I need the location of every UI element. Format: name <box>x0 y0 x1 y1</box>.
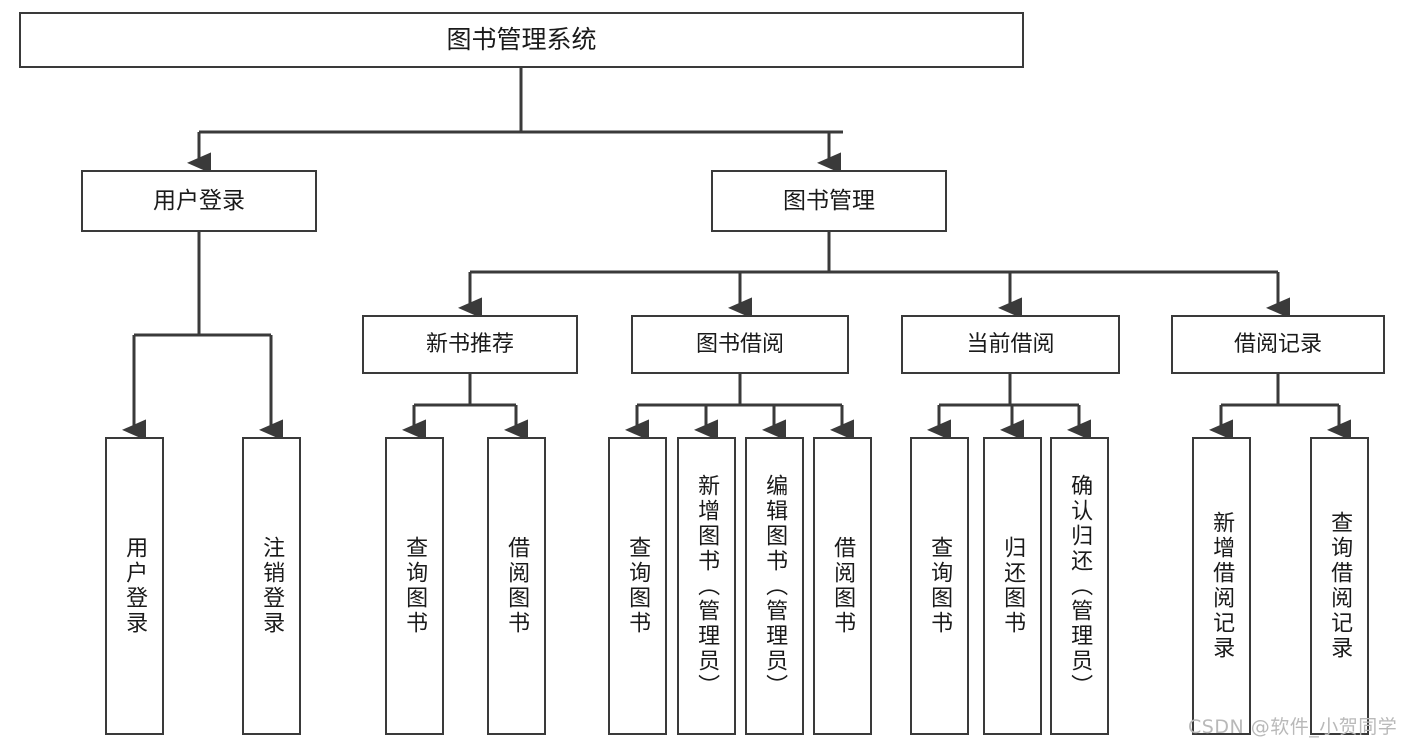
leaf-logout-label: 注销登录 <box>259 536 285 636</box>
leaf-edit-book-admin-label: 编辑图书（管理员） <box>762 473 788 699</box>
leaf-query-book-bb[interactable]: 查询图书 <box>608 437 667 735</box>
leaf-borrow-book-nbr[interactable]: 借阅图书 <box>487 437 546 735</box>
leaf-query-borrow-record-label: 查询借阅记录 <box>1327 511 1353 661</box>
node-book-management[interactable]: 图书管理 <box>711 170 947 232</box>
leaf-query-book-nbr-label: 查询图书 <box>402 536 428 636</box>
leaf-return-book-label: 归还图书 <box>1000 536 1026 636</box>
node-new-book-recommendation-label: 新书推荐 <box>425 331 514 357</box>
leaf-add-borrow-record[interactable]: 新增借阅记录 <box>1192 437 1251 735</box>
leaf-add-borrow-record-label: 新增借阅记录 <box>1209 511 1235 661</box>
leaf-confirm-return-admin[interactable]: 确认归还（管理员） <box>1050 437 1109 735</box>
node-root-label: 图书管理系统 <box>446 24 597 54</box>
leaf-edit-book-admin[interactable]: 编辑图书（管理员） <box>745 437 804 735</box>
node-user-login[interactable]: 用户登录 <box>81 170 317 232</box>
node-current-borrow-label: 当前借阅 <box>966 331 1055 357</box>
node-book-borrow[interactable]: 图书借阅 <box>631 315 849 374</box>
node-new-book-recommendation[interactable]: 新书推荐 <box>362 315 578 374</box>
node-borrow-record[interactable]: 借阅记录 <box>1171 315 1385 374</box>
leaf-confirm-return-admin-label: 确认归还（管理员） <box>1067 473 1093 699</box>
node-borrow-record-label: 借阅记录 <box>1233 331 1322 357</box>
leaf-query-borrow-record[interactable]: 查询借阅记录 <box>1310 437 1369 735</box>
leaf-user-login[interactable]: 用户登录 <box>105 437 164 735</box>
leaf-query-book-bb-label: 查询图书 <box>625 536 651 636</box>
leaf-query-book-nbr[interactable]: 查询图书 <box>385 437 444 735</box>
leaf-query-book-cb[interactable]: 查询图书 <box>910 437 969 735</box>
node-book-borrow-label: 图书借阅 <box>695 331 784 357</box>
leaf-borrow-book-nbr-label: 借阅图书 <box>504 536 530 636</box>
leaf-logout[interactable]: 注销登录 <box>242 437 301 735</box>
leaf-borrow-book-bb[interactable]: 借阅图书 <box>813 437 872 735</box>
csdn-watermark: CSDN @软件_小贺同学 <box>1188 716 1398 738</box>
leaf-add-book-admin-label: 新增图书（管理员） <box>694 473 720 699</box>
node-current-borrow[interactable]: 当前借阅 <box>901 315 1120 374</box>
node-user-login-label: 用户登录 <box>153 187 245 214</box>
leaf-add-book-admin[interactable]: 新增图书（管理员） <box>677 437 736 735</box>
node-book-management-label: 图书管理 <box>783 187 875 214</box>
leaf-return-book[interactable]: 归还图书 <box>983 437 1042 735</box>
leaf-borrow-book-bb-label: 借阅图书 <box>830 536 856 636</box>
leaf-query-book-cb-label: 查询图书 <box>927 536 953 636</box>
node-root[interactable]: 图书管理系统 <box>19 12 1024 68</box>
leaf-user-login-label: 用户登录 <box>122 536 148 636</box>
